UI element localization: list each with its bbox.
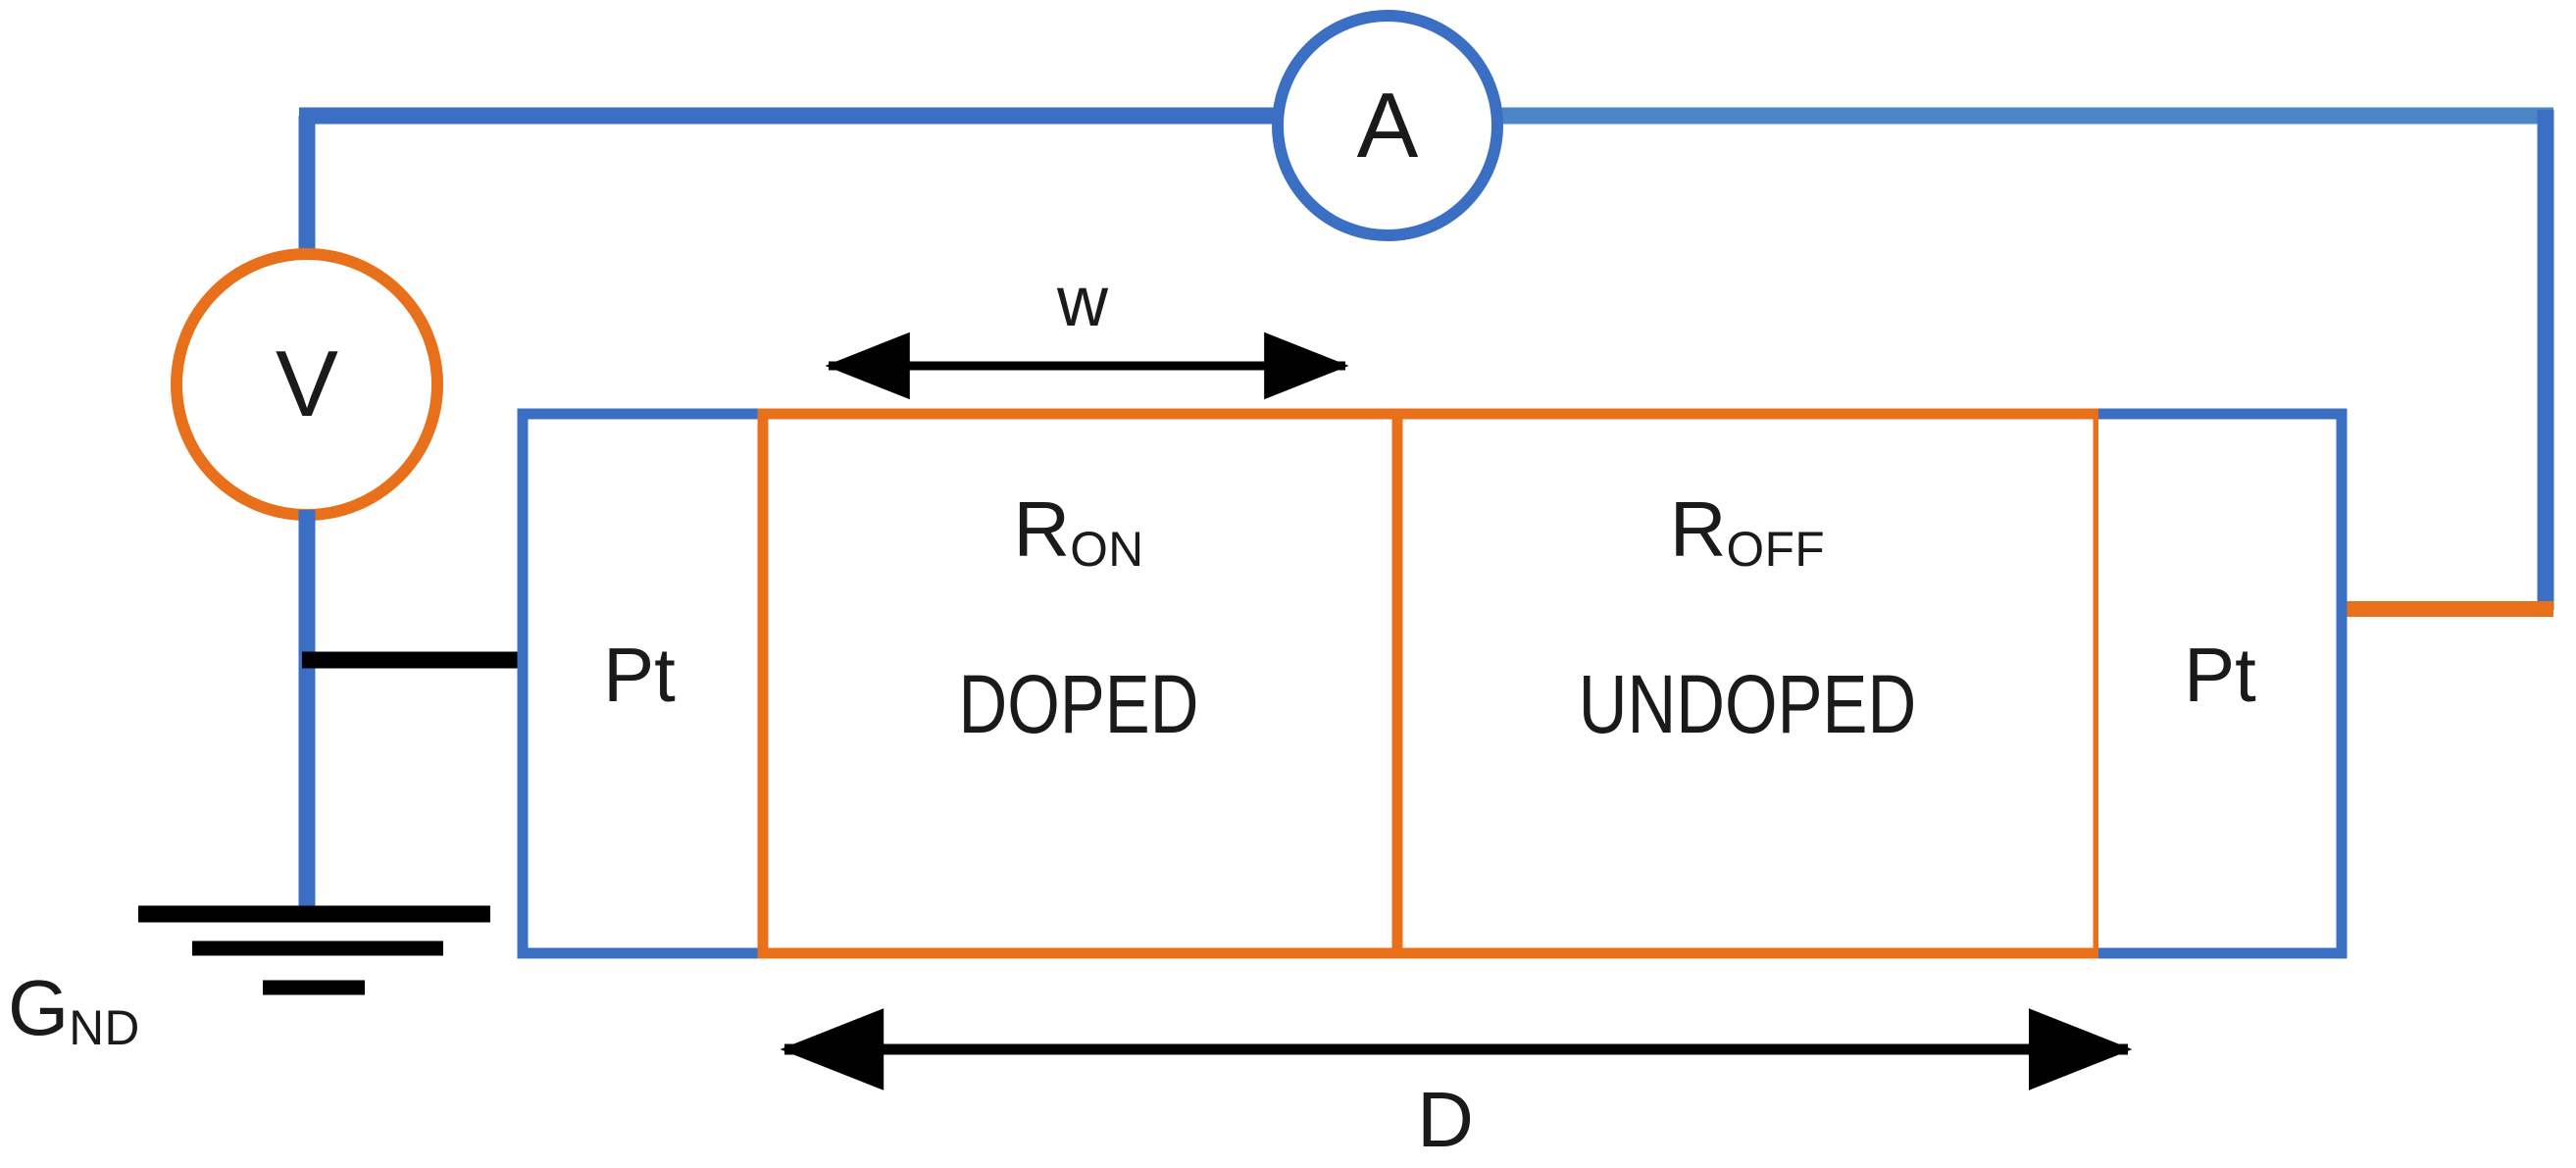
electrode-right-label: Pt [2184,632,2256,718]
region-doped-label: DOPED [958,658,1199,750]
resistance-off-subscript: OFF [1726,521,1826,577]
resistance-on-label: RON [1013,490,1143,574]
resistance-off-label: ROFF [1670,490,1825,574]
resistance-on-symbol: R [1013,485,1071,573]
ammeter-label: A [1356,74,1419,177]
dimension-label-d: D [1417,1076,1474,1163]
ammeter-circle[interactable] [1272,10,1503,241]
electrode-left-label: Pt [603,632,676,718]
region-undoped-box[interactable] [1391,408,2104,959]
electrode-right-box[interactable] [2098,408,2348,959]
voltmeter-label: V [275,331,339,436]
resistance-off-symbol: R [1669,485,1727,573]
region-doped-box[interactable] [757,408,1403,959]
resistance-on-subscript: ON [1070,521,1144,577]
region-undoped-label: UNDOPED [1578,658,1917,750]
ground-label-subscript: ND [69,999,140,1055]
ground-label-main: G [8,964,70,1051]
dimension-label-w: w [1057,263,1108,341]
electrode-left-box[interactable] [517,408,763,959]
ground-label: GND [8,969,140,1052]
